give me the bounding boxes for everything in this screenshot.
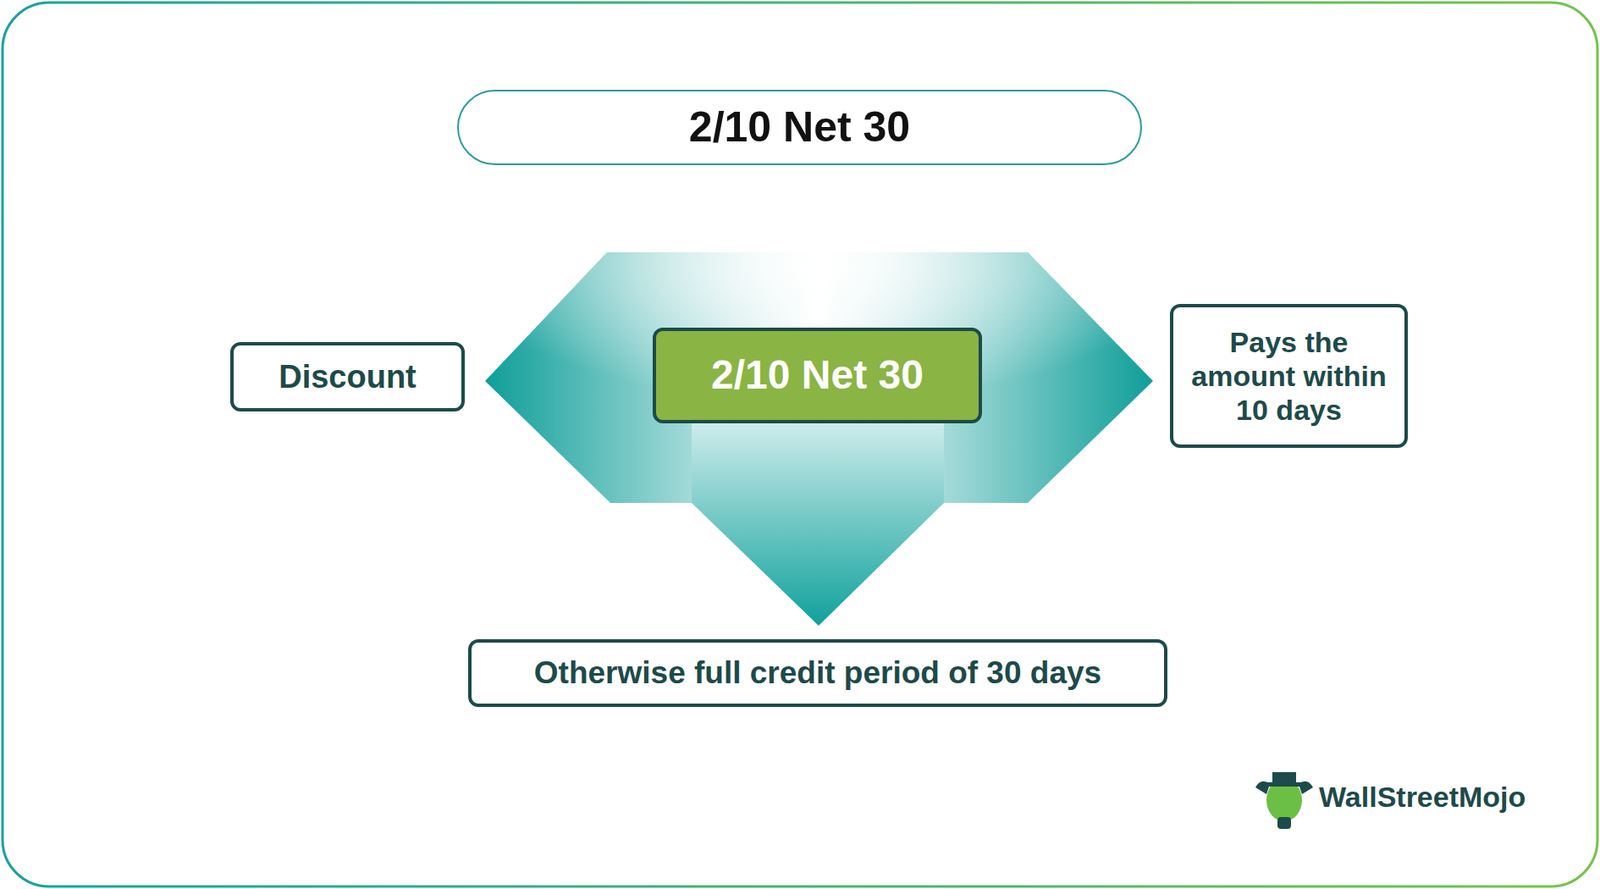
title-pill: 2/10 Net 30	[457, 89, 1143, 166]
brand-watermark: WallStreetMojo	[1318, 780, 1526, 814]
gem-point	[691, 423, 944, 626]
term-box: Otherwise full credit period of 30 days	[468, 639, 1168, 707]
term-box: Discount	[230, 342, 465, 412]
node-text: Otherwise full credit period of 30 days	[534, 654, 1102, 692]
node-text: Discount	[278, 358, 417, 397]
term-box: Pays the amount within 10 days	[1169, 303, 1408, 448]
center-box: 2/10 Net 30	[652, 327, 983, 424]
logo-icon	[1255, 772, 1314, 829]
node-text: Pays the amount within 10 days	[1185, 325, 1393, 427]
node-text: 2/10 Net 30	[711, 351, 924, 400]
node-text: 2/10 Net 30	[689, 102, 911, 153]
